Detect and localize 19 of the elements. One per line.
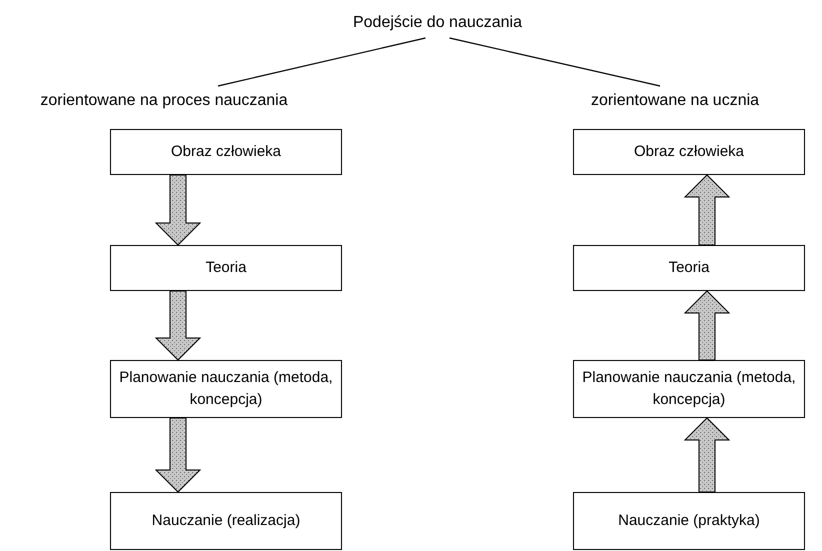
connector-line <box>449 37 660 87</box>
block-arrow <box>154 174 202 246</box>
block-arrow <box>684 417 730 492</box>
process-box: Obraz człowieka <box>110 129 342 175</box>
process-box: Obraz człowieka <box>573 129 805 175</box>
heading-text: zorientowane na proces nauczania <box>4 88 324 114</box>
process-box: Planowanie nauczania (metoda, koncepcja) <box>573 360 805 418</box>
block-arrow <box>684 174 730 246</box>
process-box: Planowanie nauczania (metoda, koncepcja) <box>110 360 342 418</box>
process-box: Nauczanie (realizacja) <box>110 492 342 550</box>
block-arrow <box>154 418 202 493</box>
block-arrow <box>154 290 202 361</box>
process-box: Teoria <box>110 245 342 291</box>
process-box: Teoria <box>573 245 805 291</box>
block-arrow <box>684 290 730 360</box>
connector-line <box>218 37 426 87</box>
heading-text: zorientowane na ucznia <box>560 88 790 114</box>
process-box: Nauczanie (praktyka) <box>573 492 805 550</box>
heading-text: Podejście do nauczania <box>330 10 545 36</box>
